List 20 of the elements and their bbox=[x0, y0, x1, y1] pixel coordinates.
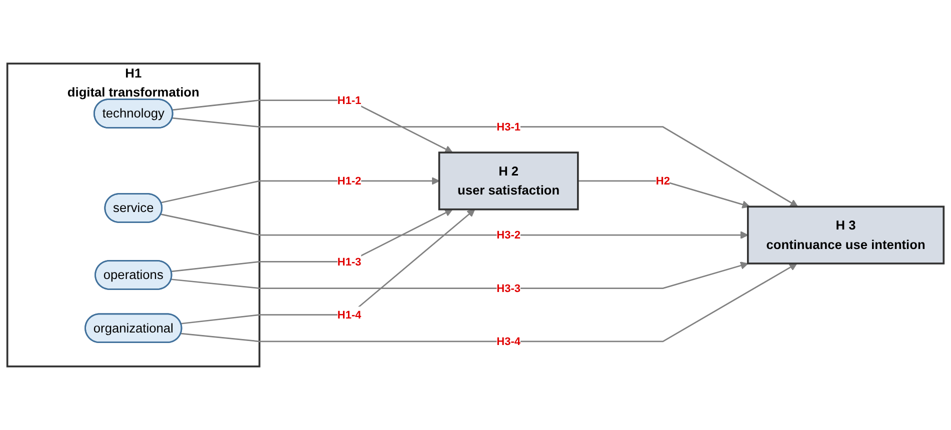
edge-label: H1-2 bbox=[337, 174, 362, 188]
edge-label: H1-4 bbox=[337, 308, 362, 322]
arrow bbox=[180, 263, 798, 342]
edge-label: H3-3 bbox=[496, 282, 520, 295]
arrow bbox=[578, 180, 750, 208]
arrow bbox=[171, 209, 453, 272]
node-box: H 3 continuance use intention bbox=[746, 206, 945, 264]
arrow bbox=[180, 209, 476, 324]
edge-label: H1-3 bbox=[337, 255, 362, 268]
arrow bbox=[160, 176, 440, 204]
edge-label: H2 bbox=[656, 174, 670, 188]
edge-label: H3-1 bbox=[496, 120, 520, 134]
arrow bbox=[160, 214, 748, 240]
arrow bbox=[172, 117, 798, 207]
node-box: H 2 user satisfaction bbox=[438, 152, 579, 210]
edge-label: H3-4 bbox=[496, 335, 520, 348]
arrow bbox=[172, 100, 453, 153]
edge-label: H1-1 bbox=[337, 94, 362, 107]
edge-label: H3-2 bbox=[496, 228, 520, 242]
arrow bbox=[171, 262, 748, 289]
